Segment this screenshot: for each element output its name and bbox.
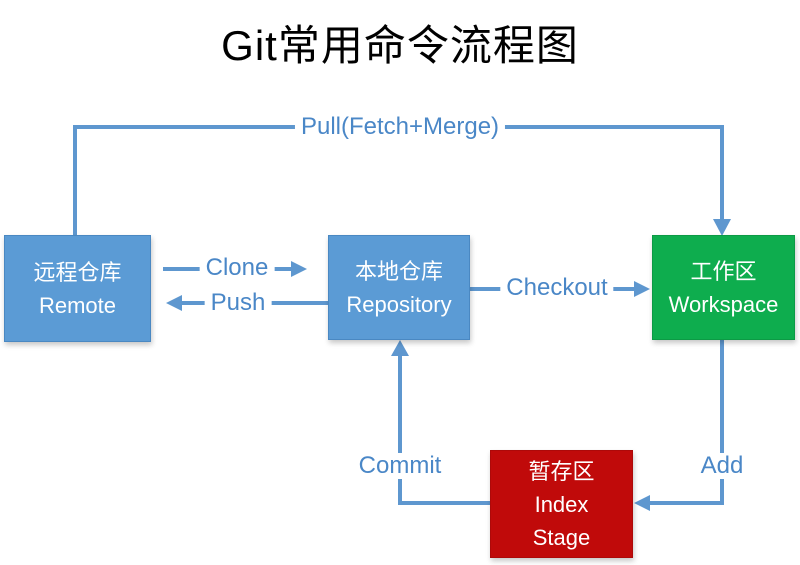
- arrow-commit-head: [391, 340, 409, 356]
- edge-label-clone: Clone: [199, 255, 275, 281]
- arrow-add: [634, 340, 724, 511]
- arrow-commit: [391, 340, 490, 505]
- arrow-add-head: [634, 495, 650, 511]
- node-remote-label-zh: 远程仓库: [33, 259, 122, 285]
- arrow-pull-line: [73, 125, 724, 235]
- node-repository-label-zh: 本地仓库: [354, 258, 443, 284]
- arrow-add-line: [650, 340, 724, 505]
- edge-label-push: Push: [204, 290, 272, 316]
- arrow-pull: [73, 125, 731, 236]
- node-workspace-label-en: Workspace: [668, 291, 779, 317]
- node-remote-label-en: Remote: [38, 292, 117, 318]
- arrow-push-head: [166, 295, 182, 311]
- node-index-stage: 暂存区 Index Stage: [490, 450, 633, 558]
- arrow-clone-head: [291, 261, 307, 277]
- arrow-checkout-head: [634, 281, 650, 297]
- edge-label-add: Add: [694, 453, 750, 479]
- arrow-commit-line: [398, 356, 490, 505]
- arrow-pull-head: [713, 219, 731, 236]
- diagram-title: Git常用命令流程图: [221, 22, 579, 69]
- node-repository: 本地仓库 Repository: [328, 235, 470, 340]
- edge-label-pull: Pull(Fetch+Merge): [294, 114, 506, 140]
- edge-label-checkout: Checkout: [500, 275, 614, 301]
- node-index-stage-label-en-1: Index: [534, 491, 589, 517]
- node-workspace-label-zh: 工作区: [690, 258, 757, 284]
- node-repository-label-en: Repository: [346, 291, 452, 317]
- node-index-stage-label-zh: 暂存区: [528, 458, 595, 484]
- node-index-stage-label-en-2: Stage: [532, 524, 591, 550]
- node-workspace: 工作区 Workspace: [652, 235, 795, 340]
- edge-label-commit: Commit: [352, 453, 448, 479]
- node-remote: 远程仓库 Remote: [4, 235, 151, 342]
